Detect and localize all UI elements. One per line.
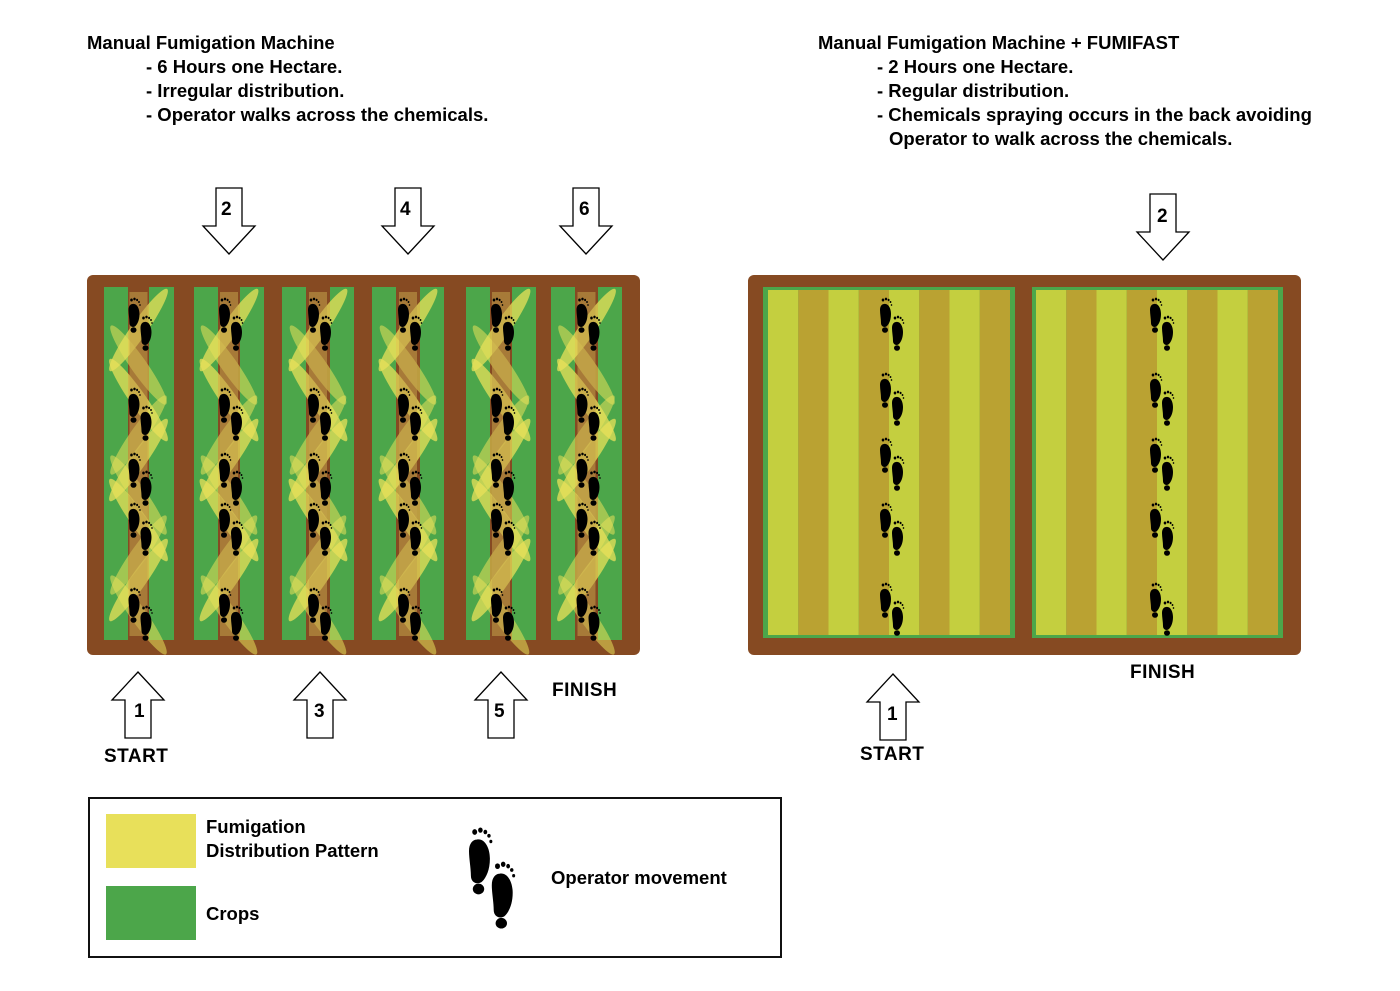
- left-start-label: START: [104, 746, 168, 768]
- legend-crops-label: Crops: [206, 902, 259, 926]
- crop-row: [598, 287, 622, 640]
- arrow-label-5: 5: [494, 701, 505, 723]
- crop-row: [420, 287, 444, 640]
- spray-band: [798, 290, 828, 635]
- crops-swatch: [106, 886, 196, 940]
- arrow-label-2: 2: [221, 199, 232, 221]
- legend-fumigation-line1: Fumigation: [206, 815, 306, 839]
- spray-band: [919, 290, 949, 635]
- fumigation-swatch: [106, 814, 196, 868]
- spray-band: [1248, 290, 1278, 635]
- spray-band: [768, 290, 798, 635]
- arrow-label-6: 6: [579, 199, 590, 221]
- crop-row: [330, 287, 354, 640]
- arrow-label-3: 3: [314, 701, 325, 723]
- spray-band: [1187, 290, 1217, 635]
- spray-band: [829, 290, 859, 635]
- right-arrow-label-2: 2: [1157, 206, 1168, 228]
- arrow-down-icon: [560, 188, 612, 254]
- legend-operator-label: Operator movement: [551, 866, 727, 890]
- arrow-label-4: 4: [400, 199, 411, 221]
- right-finish-label: FINISH: [1130, 662, 1195, 684]
- crop-row: [149, 287, 174, 640]
- spray-band: [1036, 290, 1066, 635]
- spray-band: [950, 290, 980, 635]
- right-arrow-label-1: 1: [887, 704, 898, 726]
- spray-band: [1218, 290, 1248, 635]
- left-finish-label: FINISH: [552, 680, 617, 702]
- arrow-down-icon: [203, 188, 255, 254]
- right-start-label: START: [860, 744, 924, 766]
- legend-fumigation-line2: Distribution Pattern: [206, 839, 379, 863]
- crop-row: [240, 287, 264, 640]
- arrow-down-icon: [382, 188, 434, 254]
- arrow-label-1: 1: [134, 701, 145, 723]
- spray-band: [1157, 290, 1187, 635]
- spray-band: [1066, 290, 1096, 635]
- spray-band: [1097, 290, 1127, 635]
- spray-band: [980, 290, 1010, 635]
- crop-row: [512, 287, 536, 640]
